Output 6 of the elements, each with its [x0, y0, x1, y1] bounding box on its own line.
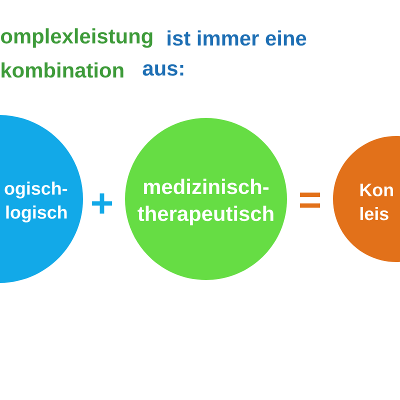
heading-text: kombination: [2, 62, 124, 78]
heading-text: omplexleistung: [1, 28, 152, 48]
equals-sign: =: [300, 192, 320, 208]
heading-text: aus:: [142, 64, 184, 76]
plus-sign: +: [92, 193, 112, 214]
heading-text: ist immer eine: [168, 30, 306, 46]
